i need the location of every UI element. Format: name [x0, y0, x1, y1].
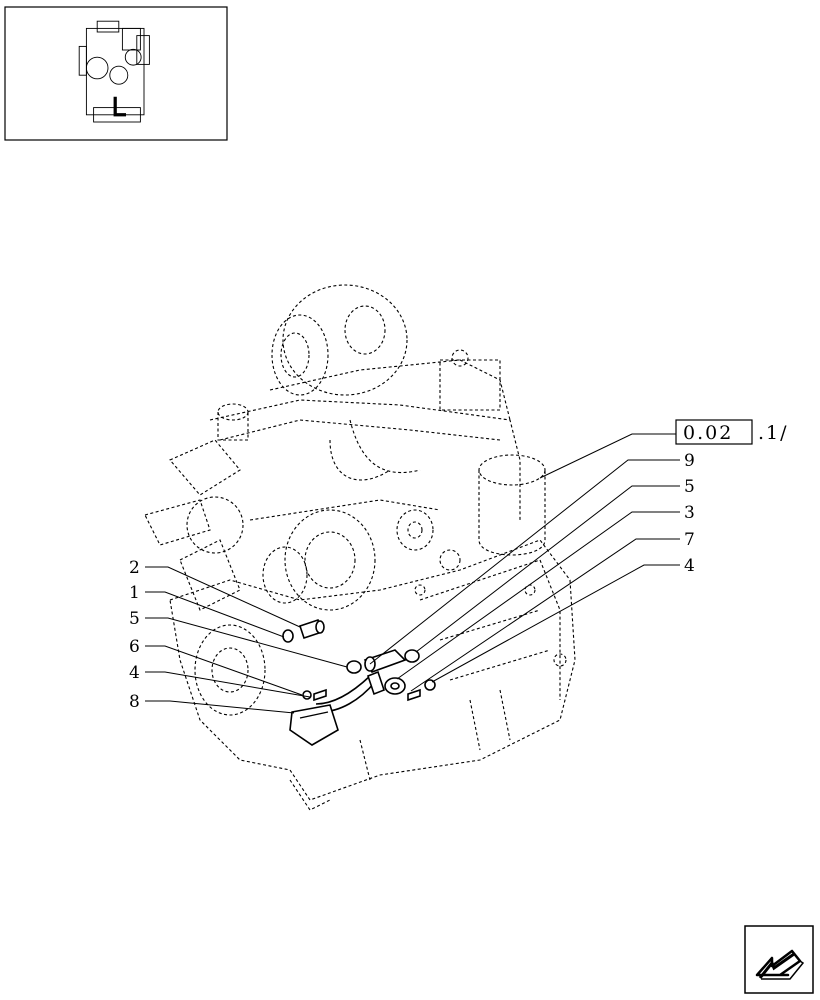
callout-left-5: 4: [129, 663, 140, 683]
callout-left-6: 8: [129, 692, 140, 712]
callout-left-3: 5: [129, 609, 140, 629]
callout-right-5: 4: [684, 556, 695, 576]
reference-suffix: .1/: [758, 422, 789, 444]
reference-boxed: 0.02: [683, 422, 733, 444]
callout-right-3: 3: [684, 503, 695, 523]
callout-left-2: 1: [129, 583, 140, 603]
callout-left-1: 2: [129, 558, 140, 578]
back-arrow-icon[interactable]: [744, 925, 814, 994]
engine-thumbnail-icon[interactable]: [4, 6, 228, 141]
parts: [282, 618, 436, 746]
callout-right-1: 9: [684, 451, 695, 471]
reference-label[interactable]: 0.02 .1/: [675, 419, 789, 445]
callout-left-4: 6: [129, 637, 140, 657]
callout-right-4: 7: [684, 530, 695, 550]
engine-outline: [144, 284, 576, 811]
callout-right-2: 5: [684, 477, 695, 497]
leader-lines: [145, 433, 680, 714]
